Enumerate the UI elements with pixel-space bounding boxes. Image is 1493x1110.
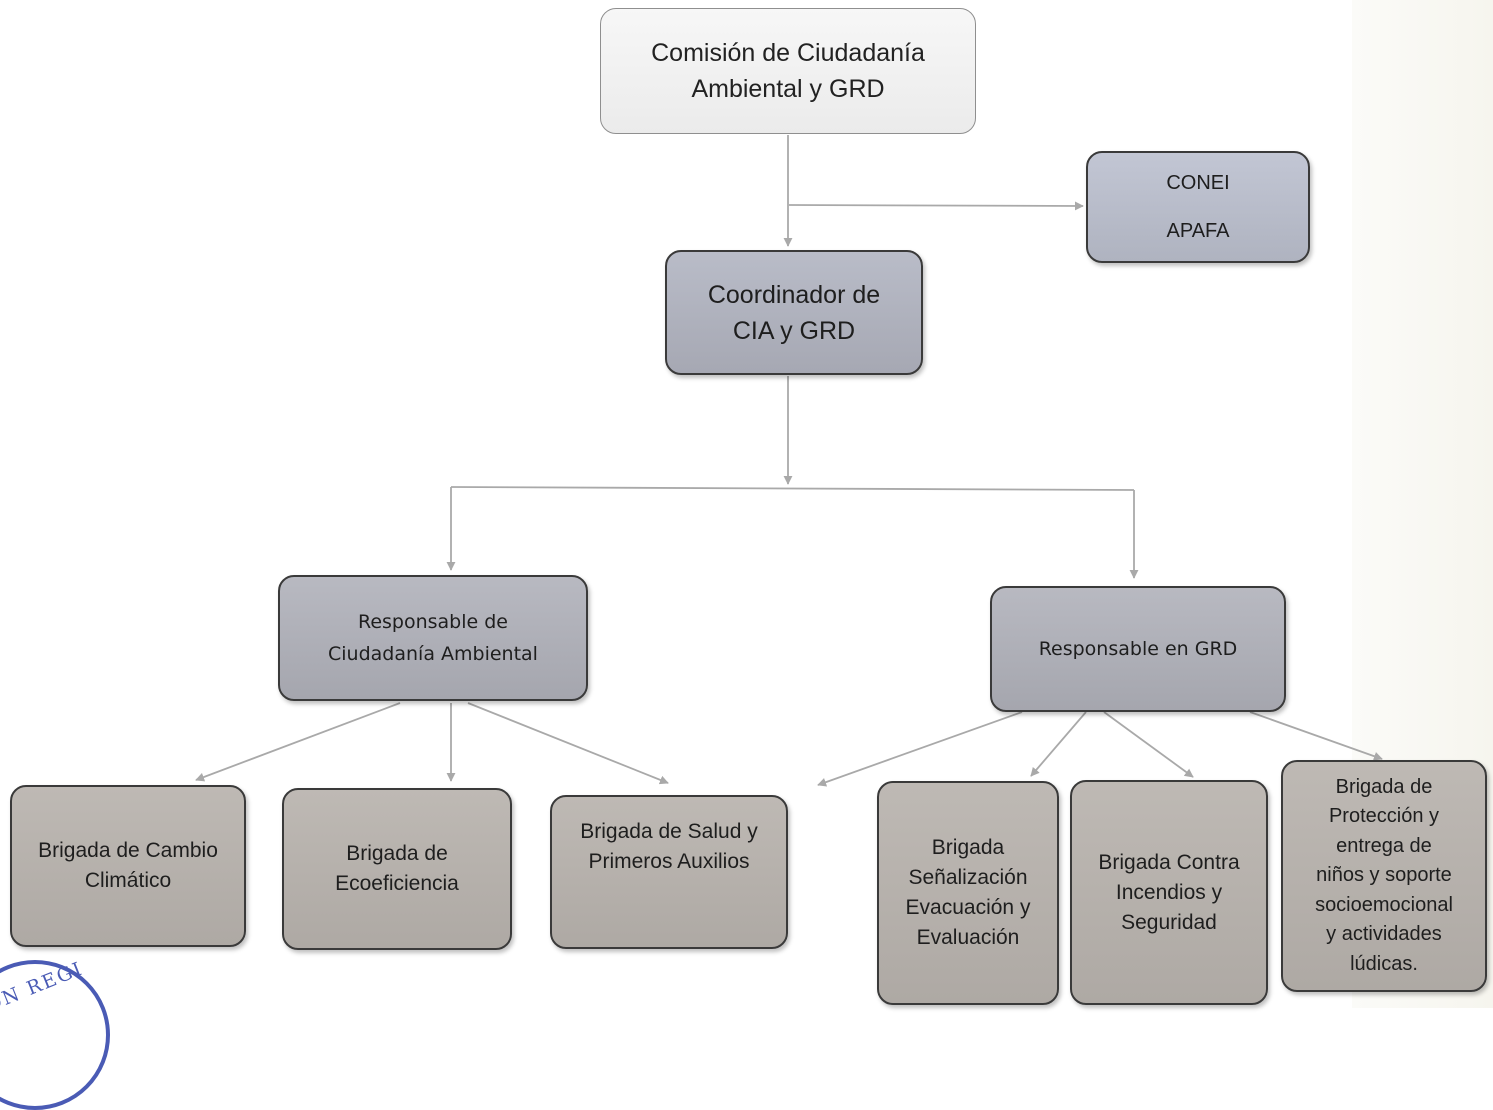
connector-grd-to-senalizacion <box>1030 711 1087 777</box>
connector-grd-to-left <box>817 711 1023 787</box>
connector-horizontal-bus <box>450 486 1135 491</box>
official-seal-stamp: ON REGI <box>0 957 110 1110</box>
brigada-ecoeficiencia-node: Brigada de Ecoeficiencia <box>282 788 512 950</box>
conei-apafa-node: CONEI APAFA <box>1086 151 1310 263</box>
connector-to-conei-apafa <box>788 201 1084 211</box>
brigada-senalizacion-label: Brigada Señalización Evacuación y Evalua… <box>905 836 1031 949</box>
brigada-cambio-climatico-node: Brigada de Cambio Climático <box>10 785 246 947</box>
comision-label: Comisión de Ciudadanía Ambiental y GRD <box>651 39 925 103</box>
responsable-ciudadania-label: Responsable de Ciudadanía Ambiental <box>328 611 538 665</box>
connector-grd-to-proteccion <box>1249 711 1383 761</box>
brigada-cambio-climatico-label: Brigada de Cambio Climático <box>38 839 218 892</box>
connector-ca-to-cambio-climatico <box>195 702 401 782</box>
responsable-ciudadania-node: Responsable de Ciudadanía Ambiental <box>278 575 588 701</box>
responsable-grd-node: Responsable en GRD <box>990 586 1286 712</box>
apafa-label: APAFA <box>1166 220 1230 242</box>
connector-grd-to-incendios <box>1103 711 1194 778</box>
brigada-proteccion-label: Brigada de Protección y entrega de niños… <box>1315 775 1453 975</box>
brigada-incendios-label: Brigada Contra Incendios y Seguridad <box>1098 850 1240 934</box>
comision-node: Comisión de Ciudadanía Ambiental y GRD <box>600 8 976 134</box>
brigada-proteccion-node: Brigada de Protección y entrega de niños… <box>1281 760 1487 992</box>
connector-ca-to-salud <box>467 702 669 785</box>
coordinador-label: Coordinador de CIA y GRD <box>707 280 881 345</box>
brigada-salud-label: Brigada de Salud y Primeros Auxilios <box>580 820 758 873</box>
brigada-salud-node: Brigada de Salud y Primeros Auxilios <box>550 795 788 949</box>
responsable-grd-label: Responsable en GRD <box>1038 638 1238 660</box>
brigada-senalizacion-node: Brigada Señalización Evacuación y Evalua… <box>877 781 1059 1005</box>
coordinador-node: Coordinador de CIA y GRD <box>665 250 923 375</box>
brigada-ecoeficiencia-label: Brigada de Ecoeficiencia <box>335 842 459 895</box>
brigada-incendios-node: Brigada Contra Incendios y Seguridad <box>1070 780 1268 1005</box>
connector-lines <box>195 135 1383 787</box>
conei-label: CONEI <box>1166 172 1230 194</box>
